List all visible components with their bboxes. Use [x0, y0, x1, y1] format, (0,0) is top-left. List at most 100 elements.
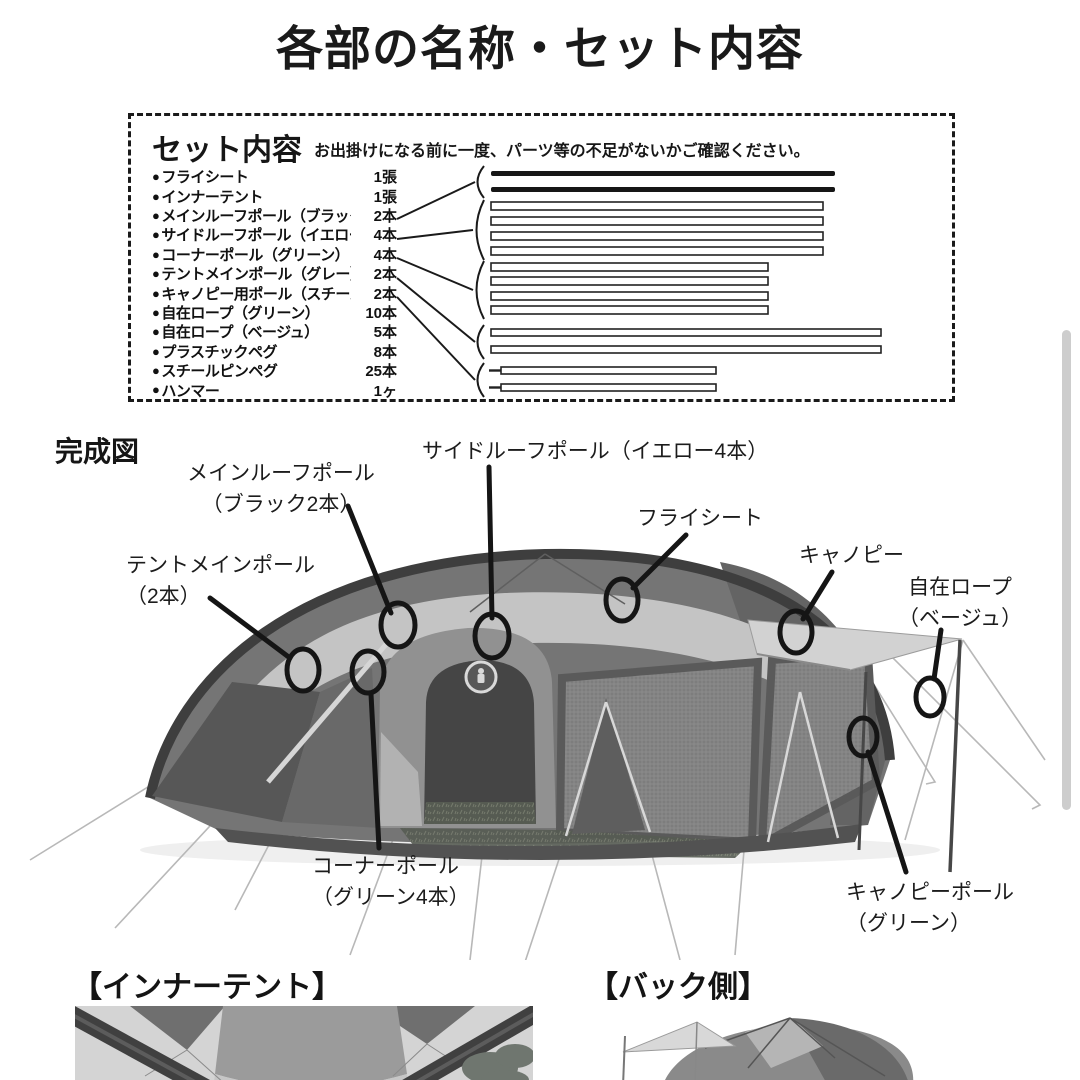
part-name: ハンマー — [161, 382, 220, 400]
leader-canopy — [800, 569, 835, 622]
part-row: ●ハンマー 1ヶ — [152, 380, 397, 399]
part-name: プラスチックペグ — [161, 343, 278, 361]
back-side-photo-art — [585, 1006, 980, 1080]
leader-lines — [396, 181, 476, 381]
canopy-pole-bars — [489, 366, 717, 392]
tent-illustration — [29, 464, 1046, 963]
leader-main-roof-pole — [345, 503, 394, 616]
bullet-icon: ● — [152, 363, 160, 379]
label-corner-pole: コーナーポール （グリーン4本） — [312, 855, 470, 909]
part-qty: 8本 — [373, 343, 397, 361]
part-row: ●自在ロープ（グリーン）10本 — [152, 303, 397, 322]
part-qty: 2本 — [373, 207, 397, 225]
door-flap — [380, 732, 422, 826]
part-row: ●メインルーフポール（ブラック） 2本 — [152, 206, 397, 225]
leader-fly-sheet — [630, 532, 689, 591]
bullet-icon: ● — [152, 169, 160, 185]
set-contents-box: セット内容 お出掛けになる前に一度、パーツ等の不足がないかご確認ください。 ●フ… — [128, 113, 955, 402]
part-name: 自在ロープ（ベージュ） — [161, 324, 319, 342]
page-title: 各部の名称・セット内容 — [276, 22, 804, 75]
part-row: ●プラスチックペグ 8本 — [152, 342, 397, 361]
part-name: スチールピンペグ — [161, 363, 278, 381]
roof-light-band — [212, 592, 800, 760]
part-qty: 2本 — [373, 285, 397, 303]
part-qty: 1ヶ — [373, 382, 397, 400]
circle-tent-main-pole — [284, 646, 322, 694]
inner-tent-door-opening — [424, 660, 536, 824]
figure-heading: 完成図 — [55, 436, 140, 467]
part-row: ●フライシート 1張 — [152, 167, 397, 186]
inner-tent-photo-art — [75, 1006, 533, 1080]
part-row: ●サイドルーフポール（イエロー）4本 — [152, 225, 397, 244]
corner-pole-sleeve — [266, 640, 390, 784]
door-floor — [424, 802, 536, 824]
part-name: フライシート — [161, 169, 249, 187]
part-qty: 1張 — [373, 169, 397, 187]
front-aframe-fabric — [572, 698, 645, 834]
part-row: ●インナーテント 1張 — [152, 186, 397, 206]
corner-pole-bars — [490, 262, 769, 315]
part-qty: 4本 — [373, 246, 397, 264]
bullet-icon: ● — [152, 382, 160, 398]
bullet-icon: ● — [152, 285, 160, 301]
leader-jizai-rope — [931, 627, 944, 682]
part-qty: 1張 — [373, 188, 397, 206]
set-contents-heading: セット内容 — [152, 134, 302, 167]
circle-side-roof-pole — [472, 611, 512, 661]
circle-corner-pole — [349, 648, 387, 696]
back-side-photo — [585, 1006, 980, 1080]
label-side-roof-pole: サイドルーフポール（イエロー4本） — [422, 440, 769, 463]
set-contents-note: お出掛けになる前に一度、パーツ等の不足がないかご確認ください。 — [314, 143, 810, 160]
bullet-icon: ● — [152, 324, 160, 340]
label-main-roof-pole: メインルーフポール （ブラック2本） — [187, 462, 375, 516]
part-row: ●スチールピンペグ 25本 — [152, 361, 397, 380]
bullet-icon: ● — [152, 207, 160, 223]
part-name: インナーテント — [161, 188, 263, 206]
bullet-icon: ● — [152, 188, 160, 204]
bullet-icon: ● — [152, 227, 160, 243]
lantern-icon — [477, 668, 485, 683]
completed-figure: メインルーフポール （ブラック2本） サイドルーフポール（イエロー4本） フライ… — [0, 430, 1080, 963]
bullet-icon: ● — [152, 304, 160, 320]
part-qty: 25本 — [365, 363, 397, 381]
inner-tent-photo — [75, 1006, 533, 1080]
fly-left-mid-panel — [282, 668, 380, 828]
circle-canopy-pole — [846, 715, 880, 759]
part-name: コーナーポール（グリーン） — [161, 246, 350, 264]
part-name: サイドルーフポール（イエロー） — [161, 227, 351, 245]
label-tent-main-pole: テントメインポール （2本） — [126, 554, 315, 608]
scrollbar-thumb[interactable] — [1062, 330, 1071, 810]
dome-seams — [469, 553, 626, 613]
canopy-rear-pole — [857, 671, 868, 851]
canopy-front-pole — [948, 639, 962, 873]
tent-skirt — [215, 824, 862, 860]
bullet-icon: ● — [152, 246, 160, 262]
circle-jizai-rope — [913, 675, 947, 719]
circle-fly-sheet — [603, 576, 641, 624]
circle-canopy — [777, 608, 815, 656]
label-canopy: キャノピー — [799, 544, 904, 567]
leader-canopy-pole — [865, 749, 909, 875]
pole-illustrations — [396, 165, 882, 398]
leader-tent-main-pole — [207, 595, 293, 661]
front-aframe-poles — [564, 691, 840, 843]
bullet-icon: ● — [152, 266, 160, 282]
part-row: ●コーナーポール（グリーン） 4本 — [152, 245, 397, 264]
part-row: ●キャノピー用ポール（スチールグリーン） 2本 — [152, 283, 397, 303]
fly-left-dark-panel — [152, 682, 320, 822]
circle-main-roof-pole — [378, 600, 418, 650]
part-name: 自在ロープ（グリーン） — [161, 304, 320, 322]
section-heading-inner-tent: 【インナーテント】 — [72, 971, 342, 1004]
annotation-leaders — [207, 464, 944, 875]
part-name: メインルーフポール（ブラック） — [161, 207, 351, 225]
label-canopy-pole: キャノピーポール （グリーン） — [846, 881, 1014, 935]
part-qty: 2本 — [373, 266, 397, 284]
tent-main-pole-bars — [490, 328, 882, 354]
part-qty: 5本 — [373, 324, 397, 342]
part-row: ●自在ロープ（ベージュ） 5本 — [152, 322, 397, 341]
bullet-icon: ● — [152, 343, 160, 359]
label-jizai-rope: 自在ロープ （ベージュ） — [898, 576, 1023, 630]
part-name: キャノピー用ポール（スチールグリーン） — [161, 285, 351, 303]
canopy-edge — [756, 653, 851, 671]
